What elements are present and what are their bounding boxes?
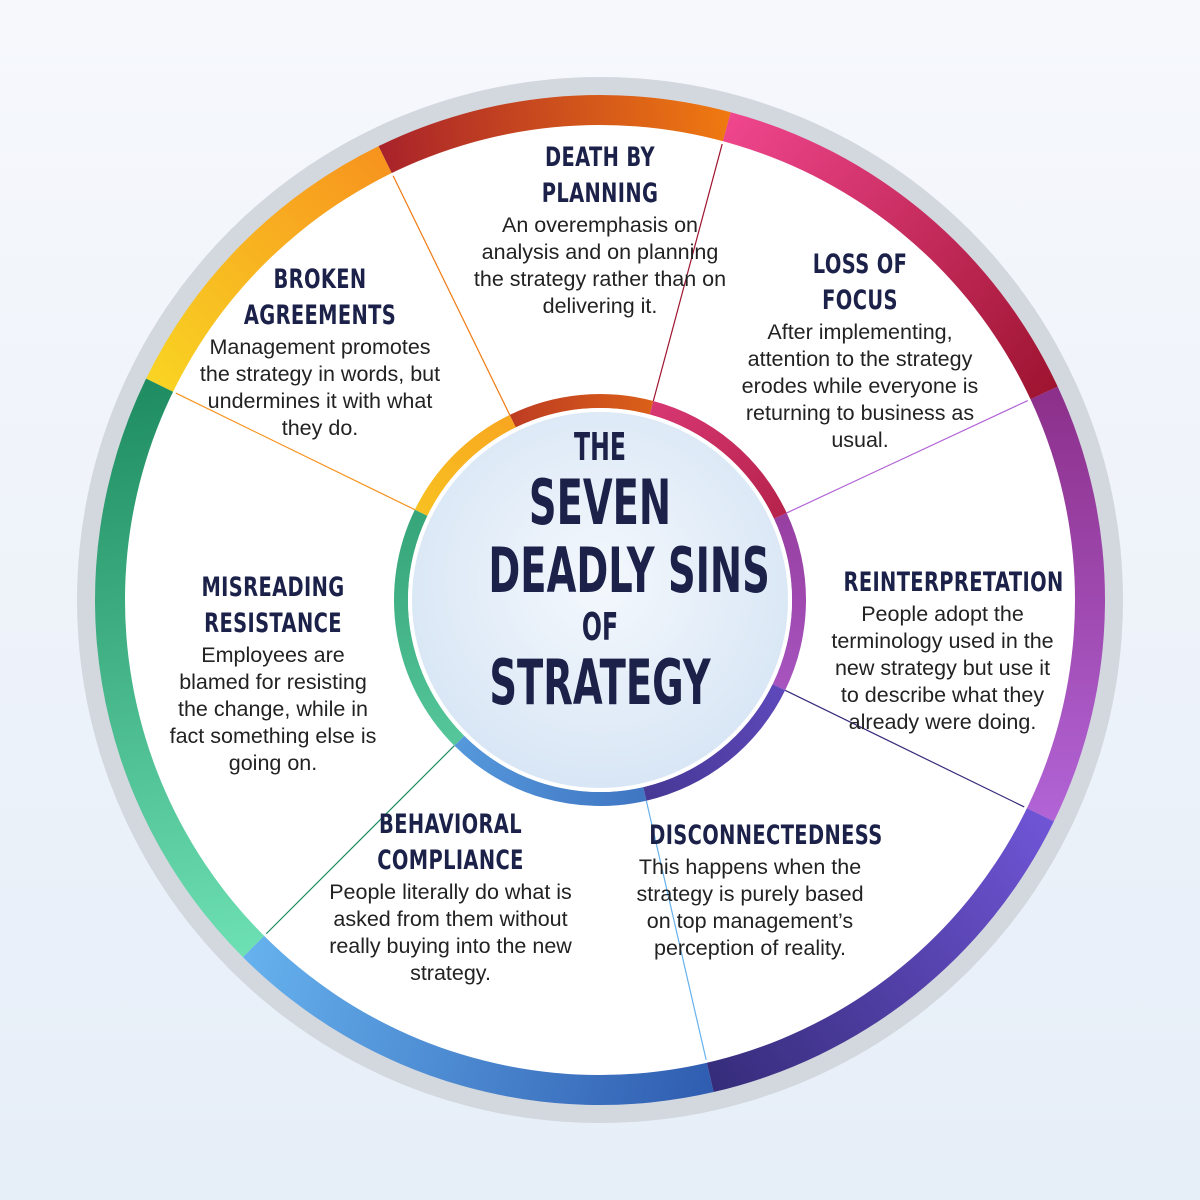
segment-title: FOCUS (822, 285, 898, 316)
segment-title: DISCONNECTEDNESS (649, 820, 883, 851)
segment-divider (786, 399, 1029, 514)
center-line-deadly-sins: DEADLY SINS (488, 534, 770, 607)
segment-description: After implementing, attention to the str… (741, 320, 979, 452)
segment-loss-of-focus: LOSS OF FOCUS After implementing, attent… (730, 247, 990, 454)
hub-arc-death-by-planning (414, 414, 516, 516)
ring-arc-behavioral-compliance (705, 806, 1054, 1093)
segment-description: People literally do what is asked from t… (329, 880, 572, 985)
segment-title: AGREEMENTS (243, 300, 397, 331)
segment-title: REINTERPRETATION (843, 567, 1064, 598)
segment-divider (392, 175, 511, 416)
segment-title: BEHAVIORAL (379, 809, 522, 840)
hub-arc-loss-of-focus (509, 394, 654, 428)
segment-description: Employees are blamed for resisting the c… (169, 643, 377, 775)
ring-arc-misreading-resistance (242, 932, 714, 1105)
segment-title: LOSS OF (812, 249, 908, 280)
center-line-the: THE (574, 425, 626, 469)
segment-divider (784, 689, 1025, 808)
segment-title: COMPLIANCE (377, 845, 524, 876)
hub-arc-broken-agreements (394, 509, 465, 746)
segment-divider (175, 392, 416, 511)
segment-death-by-planning: DEATH BY PLANNING An overemphasis on ana… (465, 140, 735, 320)
segment-title: MISREADING (201, 572, 345, 603)
hub-arc-behavioral-compliance (643, 684, 786, 801)
segment-reinterpretation: REINTERPRETATION People adopt the termin… (805, 565, 1080, 736)
segment-description: An overemphasis on analysis and on plann… (473, 213, 727, 318)
center-line-seven: SEVEN (528, 466, 672, 539)
segment-divider (265, 745, 455, 935)
hub-arc-disconnectedness (772, 512, 806, 691)
segment-title: PLANNING (541, 178, 659, 209)
hub-arc-reinterpretation (649, 401, 787, 519)
segment-divider (645, 800, 707, 1061)
ring-arc-reinterpretation (721, 112, 1058, 402)
hub-arc-misreading-resistance (454, 735, 647, 806)
segment-title: RESISTANCE (204, 608, 342, 639)
inner-hub (412, 412, 788, 788)
segment-disconnectedness: DISCONNECTEDNESS This happens when the s… (610, 818, 890, 962)
segment-title: DEATH BY (545, 142, 655, 173)
segment-broken-agreements: BROKEN AGREEMENTS Management promotes th… (185, 262, 455, 442)
segment-description: Management promotes the strategy in word… (199, 335, 441, 440)
ring-arc-loss-of-focus (378, 95, 731, 178)
segment-title: BROKEN (273, 264, 367, 295)
center-title: THE SEVEN DEADLY SINS OF STRATEGY (420, 425, 780, 745)
ring-arc-broken-agreements (95, 378, 268, 958)
center-line-strategy: STRATEGY (489, 646, 711, 719)
segment-behavioral-compliance: BEHAVIORAL COMPLIANCE People literally d… (318, 807, 583, 987)
ring-arc-disconnectedness (1022, 386, 1105, 822)
center-line-of: OF (581, 605, 619, 649)
segment-description: This happens when the strategy is purely… (636, 855, 864, 960)
segment-misreading-resistance: MISREADING RESISTANCE Employees are blam… (148, 570, 398, 777)
segment-divider (652, 143, 723, 402)
segment-description: People adopt the terminology used in the… (831, 602, 1054, 734)
